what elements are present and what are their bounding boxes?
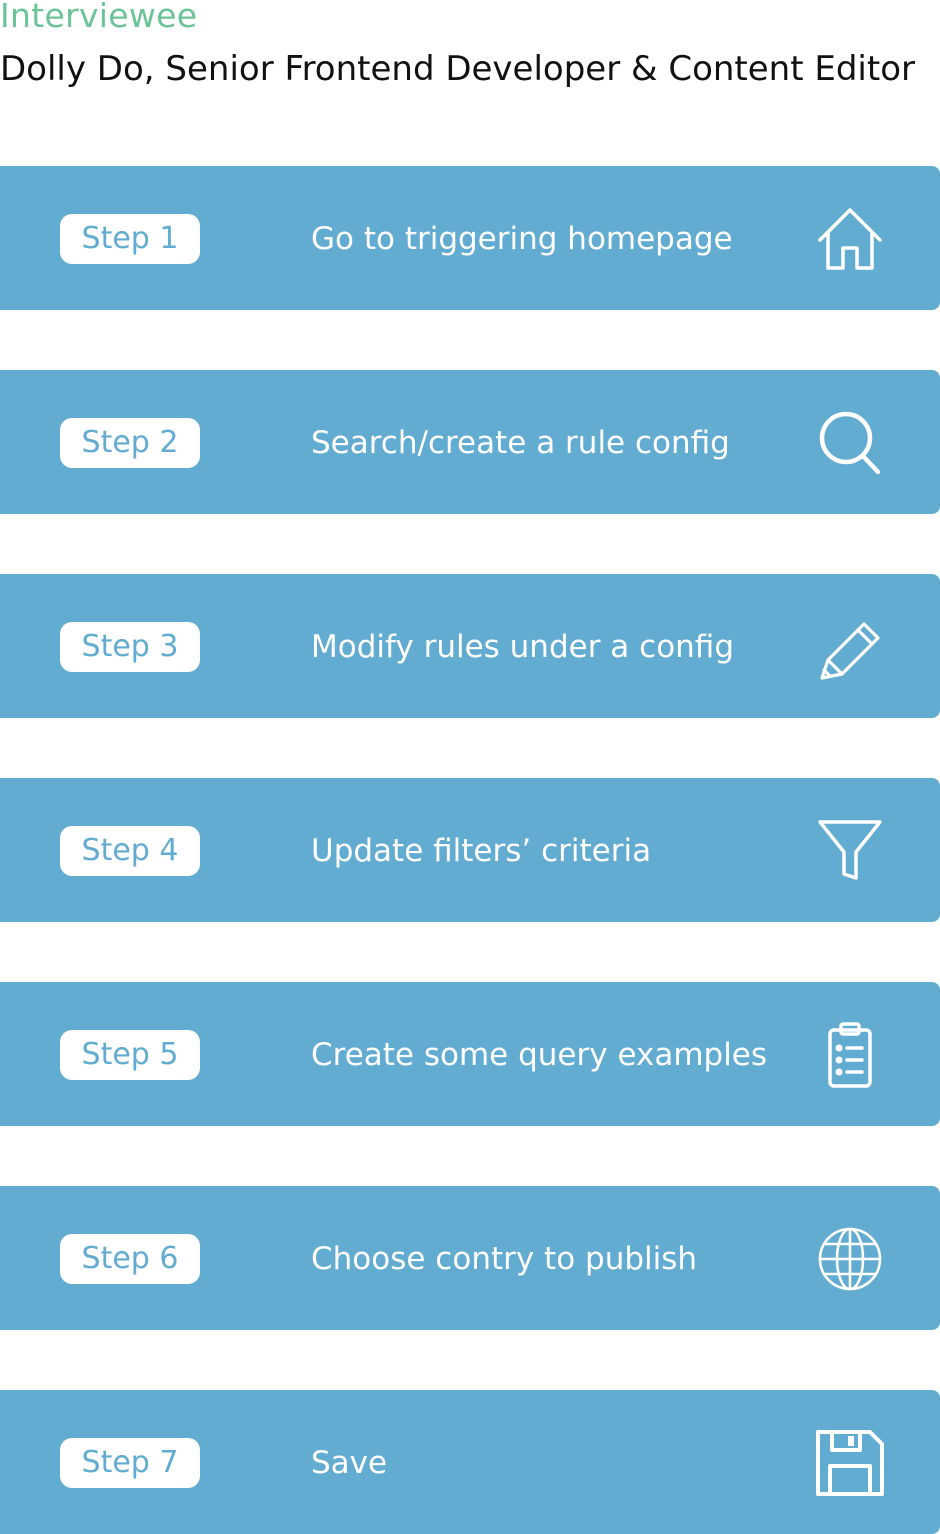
clipboard-list-icon [812, 1020, 888, 1090]
step-badge: Step 2 [60, 418, 200, 468]
step-badge: Step 6 [60, 1234, 200, 1284]
step-description: Go to triggering homepage [311, 221, 733, 257]
step-card-2: Step 2 Search/create a rule config [0, 370, 940, 514]
interviewee-label: Interviewee [0, 0, 198, 35]
step-card-7: Step 7 Save [0, 1390, 940, 1534]
pencil-icon [812, 612, 888, 682]
search-icon [812, 408, 888, 478]
step-badge: Step 5 [60, 1030, 200, 1080]
step-badge: Step 4 [60, 826, 200, 876]
step-card-4: Step 4 Update filters’ criteria [0, 778, 940, 922]
filter-icon [812, 816, 888, 886]
globe-icon [812, 1224, 888, 1294]
step-card-1: Step 1 Go to triggering homepage [0, 166, 940, 310]
step-badge: Step 7 [60, 1438, 200, 1488]
step-description: Modify rules under a config [311, 629, 735, 665]
home-icon [812, 204, 888, 274]
step-card-3: Step 3 Modify rules under a config [0, 574, 940, 718]
step-badge: Step 1 [60, 214, 200, 264]
save-icon [812, 1428, 888, 1498]
step-card-5: Step 5 Create some query examples [0, 982, 940, 1126]
step-description: Search/create a rule config [311, 425, 730, 461]
step-badge: Step 3 [60, 622, 200, 672]
step-description: Update filters’ criteria [311, 833, 652, 869]
interviewee-name: Dolly Do, Senior Frontend Developer & Co… [0, 49, 915, 89]
step-description: Create some query examples [311, 1037, 768, 1073]
step-description: Save [311, 1445, 388, 1481]
step-description: Choose contry to publish [311, 1241, 698, 1277]
step-card-6: Step 6 Choose contry to publish [0, 1186, 940, 1330]
